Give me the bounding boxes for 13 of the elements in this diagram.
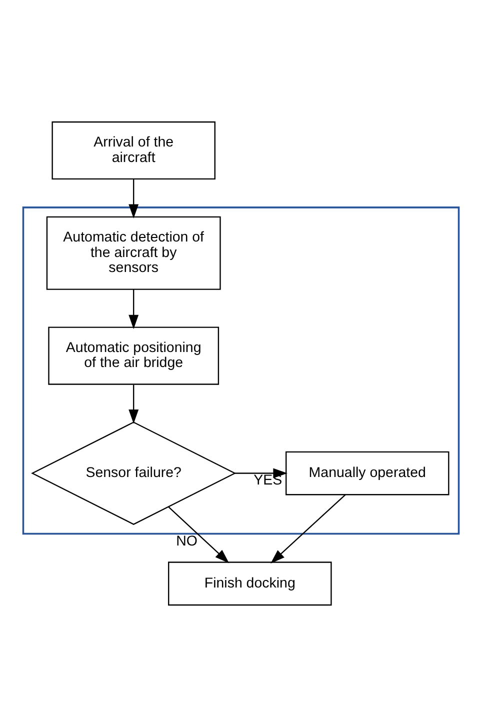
node-box: Automatic positioning of the air bridge <box>48 326 219 384</box>
arrow <box>270 494 346 563</box>
arrow <box>168 506 229 563</box>
arrow <box>128 288 138 329</box>
node-box: Arrival of the aircraft <box>51 120 215 180</box>
arrow <box>128 384 138 424</box>
arrow <box>128 178 138 218</box>
node-box: Finish docking <box>168 561 332 606</box>
edge-label: NO <box>176 533 197 550</box>
cluster <box>22 206 460 534</box>
node-diamond: Sensor failure? <box>30 421 236 524</box>
node-box: Automatic detection of the aircraft by sensors <box>46 216 220 290</box>
node-box: Manually operated <box>285 450 449 495</box>
